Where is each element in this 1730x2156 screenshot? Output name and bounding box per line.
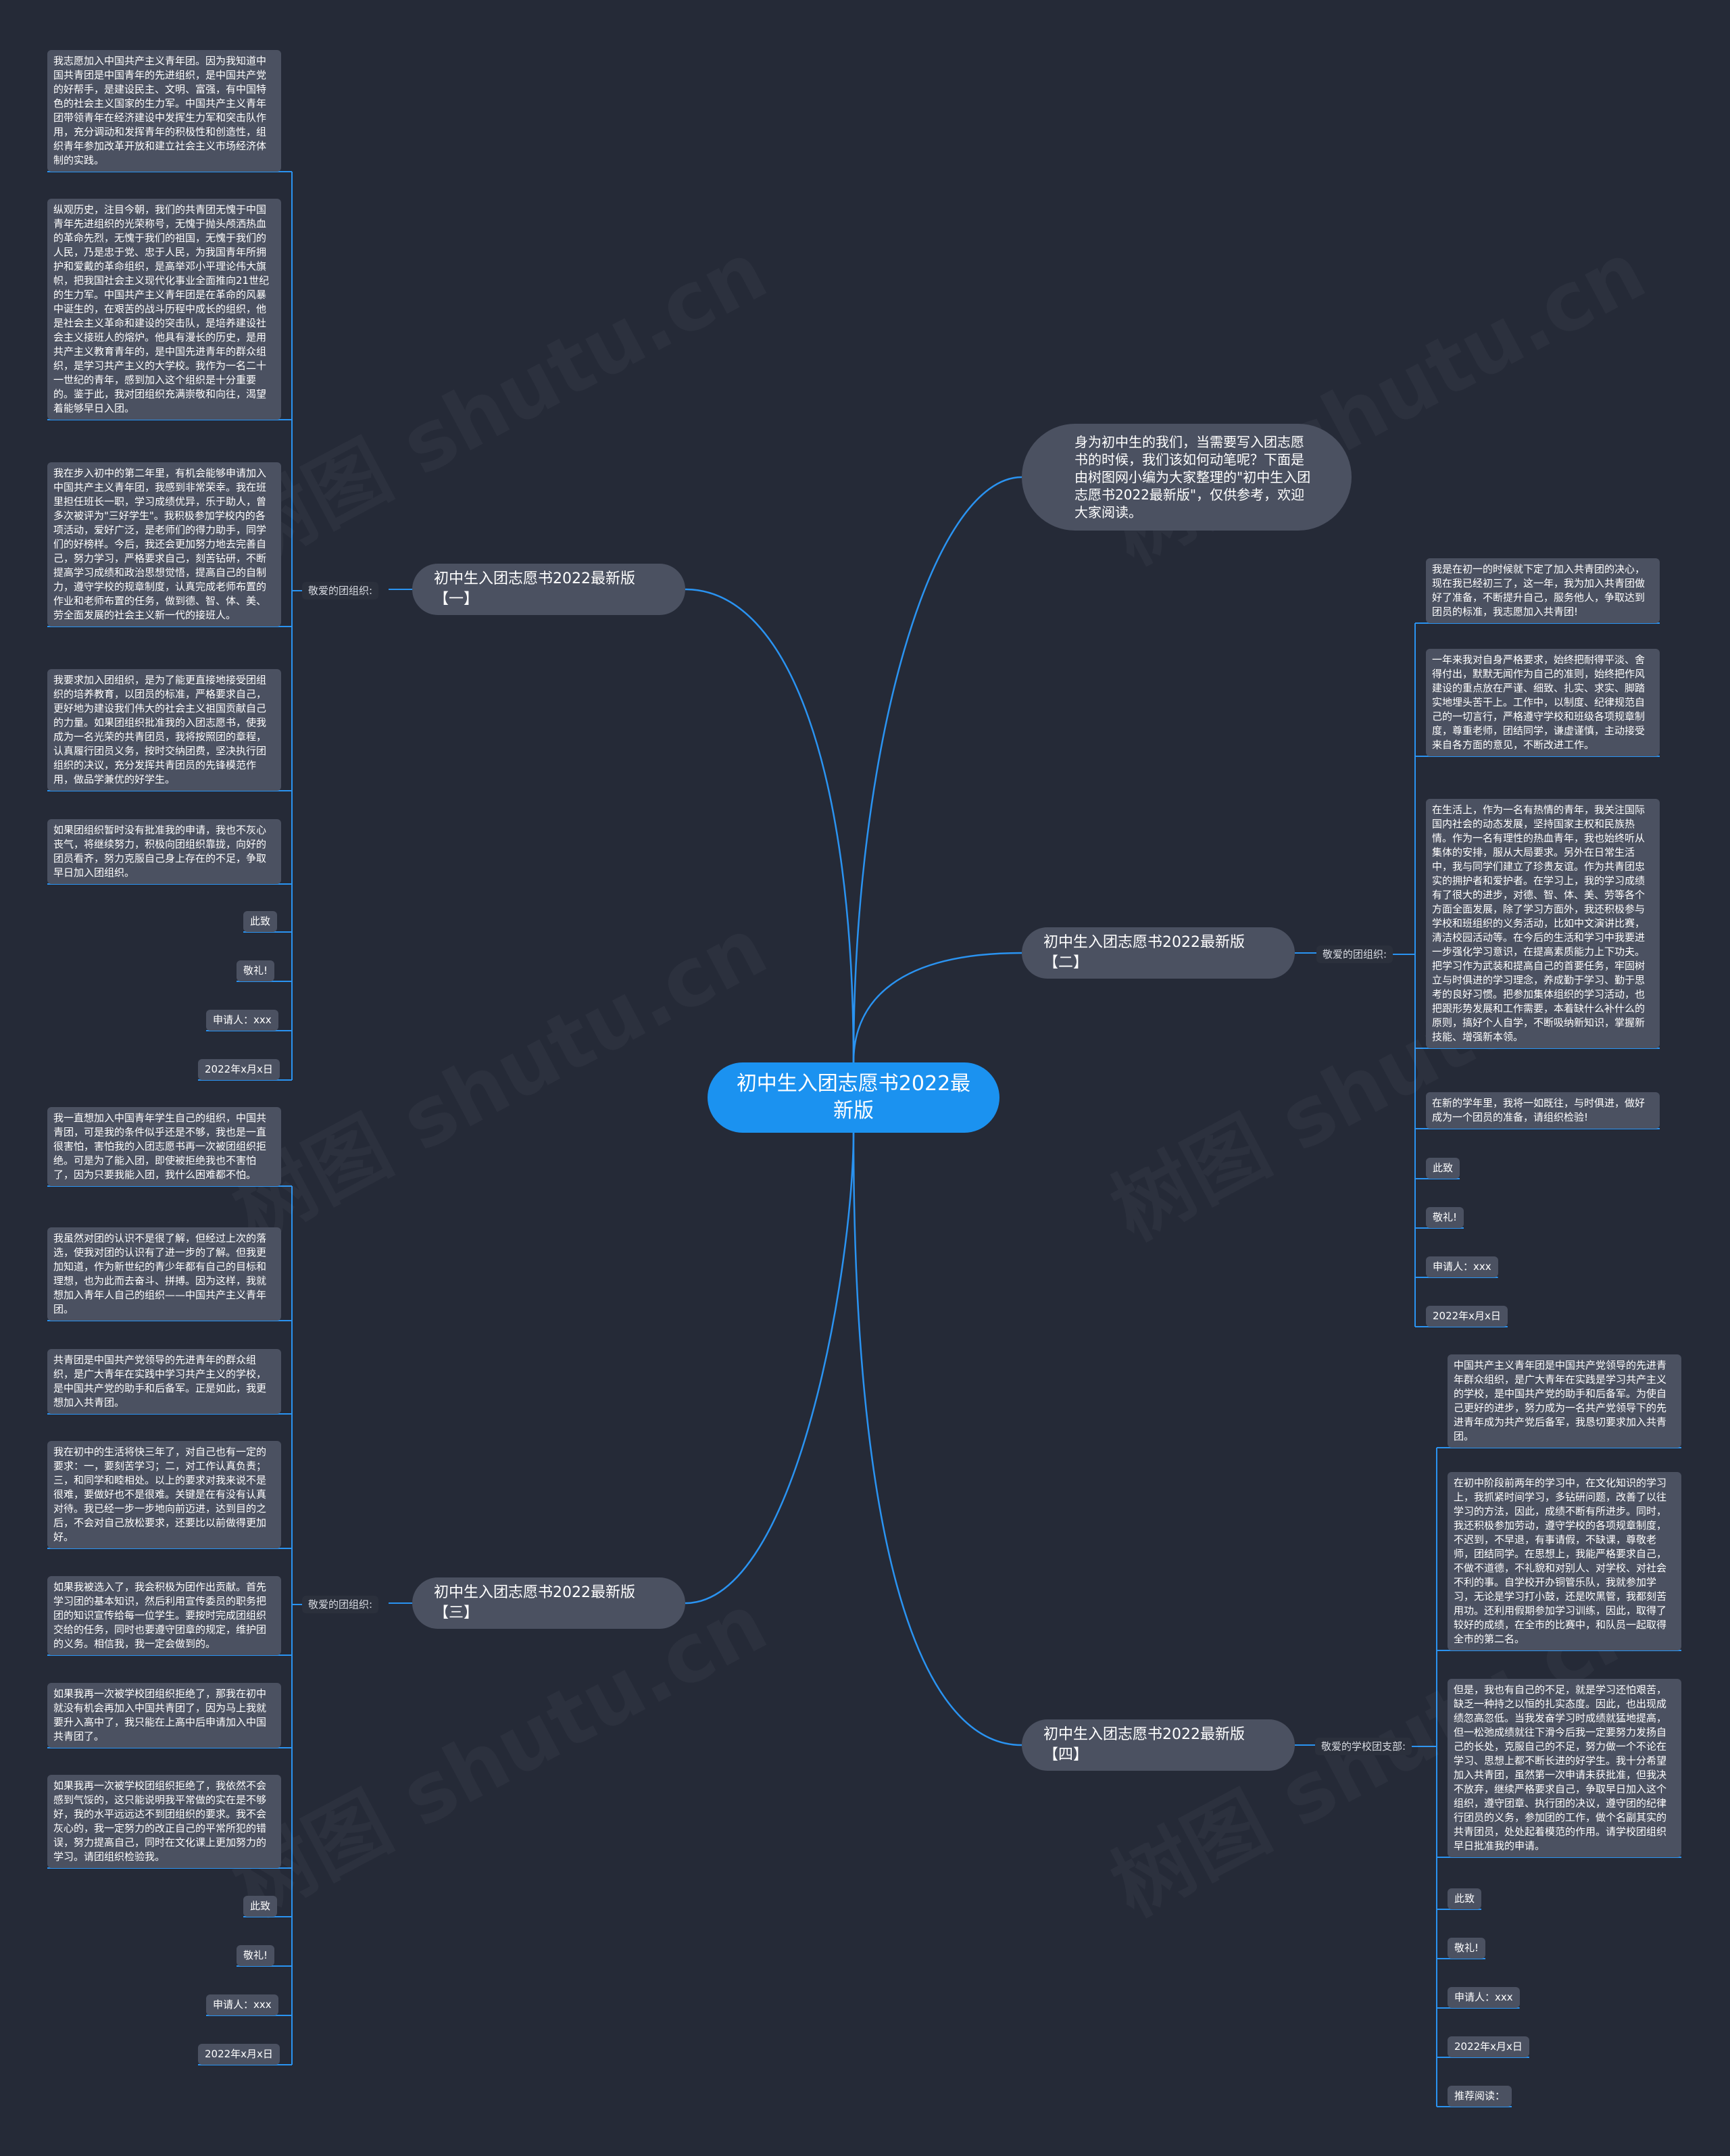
link-root-intro: [852, 476, 1022, 1063]
b3-leaf-1[interactable]: 我一直想加入中国青年学生自己的组织，中国共青团，可是我的条件似乎还是不够，我也是…: [47, 1107, 281, 1186]
b1-salute[interactable]: 敬礼!: [237, 960, 275, 981]
b2-date[interactable]: 2022年x月x日: [1426, 1306, 1508, 1327]
b4-date[interactable]: 2022年x月x日: [1448, 2036, 1529, 2057]
b3-closing[interactable]: 此致: [243, 1896, 278, 1917]
b2-leaf-3[interactable]: 在生活上，作为一名有热情的青年，我关注国际国内社会的动态发展，坚持国家主权和民族…: [1426, 799, 1660, 1048]
b1-leaf-5[interactable]: 如果团组织暂时没有批准我的申请，我也不灰心丧气，将继续努力，积极向团组织靠拢，向…: [47, 819, 281, 884]
b2-salute[interactable]: 敬礼!: [1426, 1207, 1464, 1228]
b3-leaf-6[interactable]: 如果我再一次被学校团组织拒绝了，那我在初中就没有机会再加入中国共青团了，因为马上…: [47, 1683, 281, 1748]
branch-3-label[interactable]: 敬爱的团组织:: [302, 1596, 379, 1613]
b3-applicant[interactable]: 申请人：xxx: [206, 1994, 278, 2015]
link-root-b4: [852, 1132, 1022, 1746]
b4-leaf-2[interactable]: 在初中阶段前两年的学习中，在文化知识的学习上，我抓紧时间学习，多钻研问题，改善了…: [1448, 1472, 1681, 1650]
link-root-b1: [685, 588, 855, 1063]
b3-leaf-7[interactable]: 如果我再一次被学校团组织拒绝了，我依然不会感到气馁的，这只能说明我平常做的实在是…: [47, 1775, 281, 1868]
link-root-b2: [852, 952, 1022, 1063]
b2-leaf-2[interactable]: 一年来我对自身严格要求，始终把耐得平淡、舍得付出，默默无闻作为自己的准则，始终把…: [1426, 649, 1660, 756]
b4-recommended-reading[interactable]: 推荐阅读：: [1448, 2086, 1512, 2107]
root-topic[interactable]: 初中生入团志愿书2022最新版: [708, 1062, 999, 1133]
branch-1-topic[interactable]: 初中生入团志愿书2022最新版【一】: [412, 564, 685, 615]
b1-date[interactable]: 2022年x月x日: [198, 1059, 280, 1080]
b1-leaf-2[interactable]: 纵观历史，注目今朝，我们的共青团无愧于中国青年先进组织的光荣称号，无愧于抛头颅洒…: [47, 199, 281, 420]
branch-3-topic[interactable]: 初中生入团志愿书2022最新版【三】: [412, 1577, 685, 1629]
b2-leaf-4[interactable]: 在新的学年里，我将一如既往，与时俱进，做好成为一个团员的准备，请组织检验!: [1426, 1092, 1660, 1129]
b3-leaf-3[interactable]: 共青团是中国共产党领导的先进青年的群众组织，是广大青年在实践中学习共产主义的学校…: [47, 1349, 281, 1414]
b2-leaf-1[interactable]: 我是在初一的时候就下定了加入共青团的决心，现在我已经初三了，这一年，我为加入共青…: [1426, 558, 1660, 623]
branch-4-label[interactable]: 敬爱的学校团支部:: [1315, 1738, 1412, 1755]
b1-applicant[interactable]: 申请人：xxx: [206, 1010, 278, 1031]
b1-leaf-1[interactable]: 我志愿加入中国共产主义青年团。因为我知道中国共青团是中国青年的先进组织，是中国共…: [47, 50, 281, 172]
b3-leaf-4[interactable]: 我在初中的生活将快三年了，对自己也有一定的要求：一，要刻苦学习；二，对工作认真负…: [47, 1441, 281, 1548]
branch-2-topic[interactable]: 初中生入团志愿书2022最新版【二】: [1022, 927, 1295, 979]
b3-leaf-5[interactable]: 如果我被选入了，我会积极为团作出贡献。首先学习团的基本知识，然后利用宣传委员的职…: [47, 1576, 281, 1655]
branch-1-label[interactable]: 敬爱的团组织:: [302, 582, 379, 599]
b2-applicant[interactable]: 申请人：xxx: [1426, 1256, 1498, 1277]
branch-2-label[interactable]: 敬爱的团组织:: [1316, 946, 1393, 963]
b3-leaf-2[interactable]: 我虽然对团的认识不是很了解，但经过上次的落选，使我对团的认识有了进一步的了解。但…: [47, 1227, 281, 1321]
b4-leaf-1[interactable]: 中国共产主义青年团是中国共产党领导的先进青年群众组织，是广大青年在实践是学习共产…: [1448, 1354, 1681, 1448]
b3-salute[interactable]: 敬礼!: [237, 1945, 275, 1966]
b4-salute[interactable]: 敬礼!: [1448, 1938, 1486, 1959]
branch-4-topic[interactable]: 初中生入团志愿书2022最新版【四】: [1022, 1719, 1295, 1771]
link-root-b3: [685, 1132, 855, 1604]
b2-closing[interactable]: 此致: [1426, 1158, 1460, 1179]
b4-closing[interactable]: 此致: [1448, 1888, 1482, 1909]
b4-applicant[interactable]: 申请人：xxx: [1448, 1987, 1520, 2008]
b1-leaf-3[interactable]: 我在步入初中的第二年里，有机会能够申请加入中国共产主义青年团，我感到非常荣幸。我…: [47, 462, 281, 627]
b4-leaf-3[interactable]: 但是，我也有自己的不足，就是学习还怕艰苦，缺乏一种持之以恒的扎实态度。因此，也出…: [1448, 1679, 1681, 1857]
intro-topic[interactable]: 身为初中生的我们，当需要写入团志愿书的时候，我们该如何动笔呢？下面是由树图网小编…: [1022, 424, 1352, 531]
b3-date[interactable]: 2022年x月x日: [198, 2044, 280, 2065]
b1-closing[interactable]: 此致: [243, 911, 278, 932]
b1-leaf-4[interactable]: 我要求加入团组织，是为了能更直接地接受团组织的培养教育，以团员的标准，严格要求自…: [47, 669, 281, 791]
